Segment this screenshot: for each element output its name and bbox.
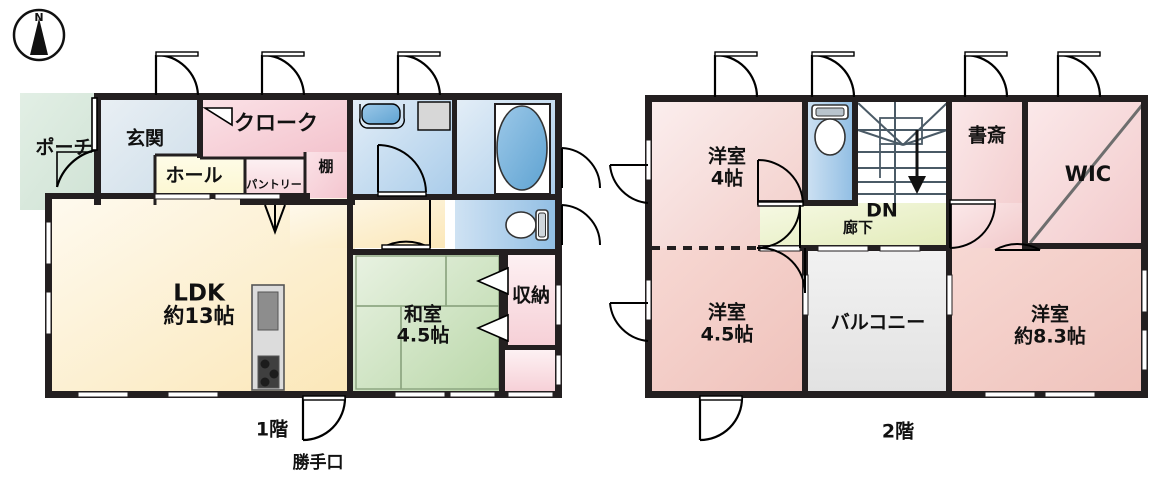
- room-sublabel-yoshitsu83: 約8.3帖: [1014, 325, 1086, 348]
- room-label-shosai: 書斎: [968, 124, 1006, 147]
- floor2-caption: 2階: [882, 421, 914, 443]
- toilet-icon: [505, 211, 537, 239]
- room-label-rouka: 廊下: [843, 219, 873, 237]
- toilet-bowl-icon: [814, 118, 846, 156]
- sink-icon: [361, 103, 401, 125]
- room-label-yoshitsu45: 洋室: [708, 301, 746, 324]
- room-label-yoshitsu83: 洋室: [1031, 303, 1069, 326]
- room-ldk-fill-upper: [290, 198, 445, 248]
- washing-machine-icon: [417, 101, 451, 131]
- floor1-caption: 1階: [256, 419, 288, 441]
- label-dn: DN: [866, 200, 898, 222]
- room-label-genkan: 玄関: [126, 127, 164, 150]
- room-yoshitsu83-fill: [950, 248, 1148, 393]
- room-balcony-fill: [805, 248, 950, 393]
- room-label-balcony: バルコニー: [831, 312, 926, 334]
- room-closet2-fill: [505, 350, 560, 393]
- room-label-porch: ポーチ: [35, 136, 92, 159]
- room-label-closet: 収納: [512, 284, 550, 307]
- doors-floor1: [55, 51, 602, 442]
- floor2-plan: 洋室 4帖 廊下 DN 書斎 WIC 洋室 4.5帖 バルコニー 洋室 約8.3…: [609, 51, 1148, 443]
- room-label-ldk: LDK: [173, 281, 226, 307]
- floor1-plan: ポーチ 玄関 ホール クローク パントリー 棚 LDK 約13帖 和室 4.5帖…: [20, 51, 602, 473]
- compass-rose: N: [12, 8, 66, 62]
- room-label-cloak: クローク: [234, 111, 318, 135]
- staircase: [857, 100, 948, 203]
- room-sublabel-ldk: 約13帖: [163, 304, 234, 328]
- bathtub-icon: [496, 105, 548, 191]
- shosai-lower-fill: [950, 203, 1025, 248]
- windows-floor2: [645, 139, 1148, 398]
- toilet2-fixtures: [811, 104, 849, 156]
- room-label-washitsu: 和室: [404, 303, 442, 326]
- windows-floor1: [45, 193, 562, 398]
- room-label-hall: ホール: [165, 165, 222, 187]
- fixtures-floor1: [251, 101, 551, 391]
- room-label-wic: WIC: [1065, 162, 1111, 186]
- room-shelf-fill: [305, 152, 350, 205]
- label-katteguchi: 勝手口: [293, 452, 344, 473]
- stairs-down-arrow-icon: [908, 130, 926, 194]
- room-rouka-fill: [760, 203, 950, 248]
- room-label-pantry: パントリー: [246, 178, 302, 191]
- room-yoshitsu45-upper-fill: [650, 248, 805, 393]
- room-sublabel-yoshitsu4: 4帖: [711, 167, 743, 190]
- sink-basin-icon: [257, 291, 279, 331]
- wic-hanger-line: [1028, 103, 1145, 244]
- room-closet-fill: [505, 253, 560, 348]
- room-label-yoshitsu4: 洋室: [708, 145, 746, 168]
- doors-floor2: [609, 51, 1102, 442]
- room-sublabel-yoshitsu45: 4.5帖: [701, 323, 754, 346]
- room-label-shelf: 棚: [318, 158, 333, 176]
- room-washitsu-fill: [350, 250, 505, 393]
- room-sublabel-washitsu: 4.5帖: [397, 324, 450, 347]
- interior-partitions-f1: [153, 152, 307, 205]
- compass-north-label: N: [34, 11, 43, 24]
